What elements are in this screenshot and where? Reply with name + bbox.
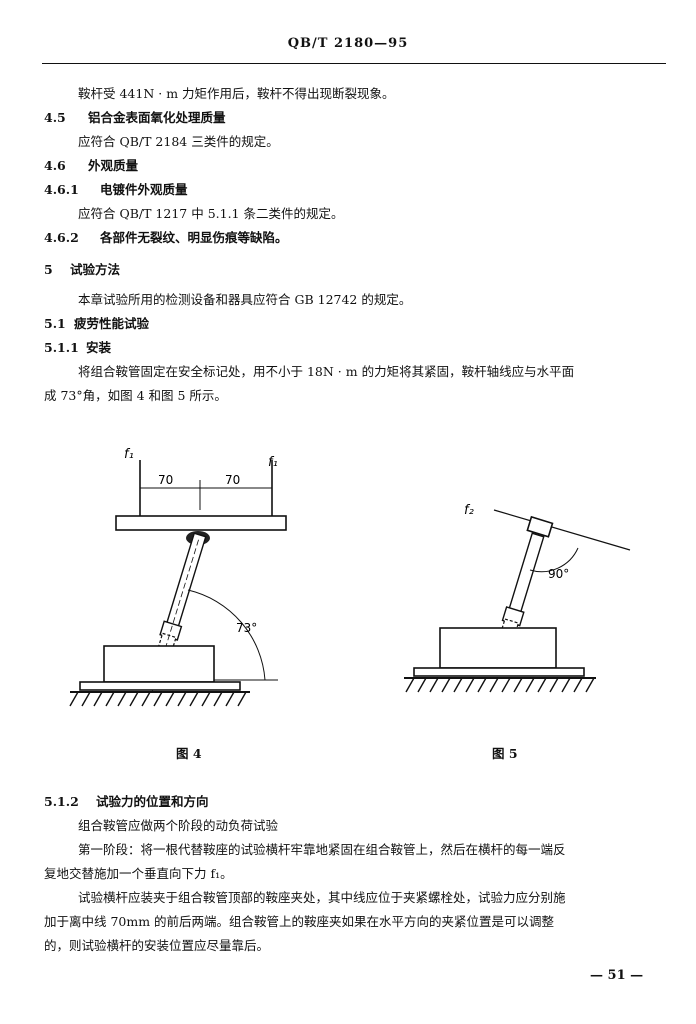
figure-4-caption: 图 4: [176, 746, 202, 761]
dimension-right: 70: [225, 473, 240, 487]
section-number: 4.6: [44, 158, 66, 173]
section-title: 安装: [86, 340, 112, 355]
saddle-clamp: [526, 515, 554, 538]
section-5-1-2-body-line5: 加于离中线 70mm 的前后两端。组合鞍管上的鞍座夹如果在水平方向的夹紧位置是可…: [44, 914, 555, 929]
force-label: f₂: [464, 503, 474, 518]
section-5-1: 5.1 疲劳性能试验: [44, 316, 149, 332]
section-5-body: 本章试验所用的检测设备和器具应符合 GB 12742 的规定。: [78, 292, 412, 307]
figure-4: f₁ f₁ 70 70 73°: [69, 447, 287, 707]
ground-hatch: [405, 677, 595, 693]
base-plate: [413, 667, 585, 677]
section-5-1-1-body-line1: 将组合鞍管固定在安全标记处，用不小于 18N · m 的力矩将其紧固，鞍杆轴线应…: [78, 364, 575, 379]
force-label-left: f₁: [124, 447, 134, 462]
paragraph-saddle-pillar-torque: 鞍杆受 441N · m 力矩作用后，鞍杆不得出现断裂现象。: [78, 86, 395, 101]
section-title: 疲劳性能试验: [74, 316, 150, 331]
force-line: [493, 509, 631, 551]
section-number: 5.1: [44, 316, 66, 331]
section-body: 各部件无裂纹、明显伤痕等缺陷。: [100, 230, 288, 245]
section-number: 5.1.1: [44, 340, 79, 355]
section-5: 5 试验方法: [44, 262, 120, 278]
section-title: 电镀件外观质量: [100, 182, 188, 197]
page-header: QB/T 2180—95: [287, 36, 409, 51]
section-number: 4.5: [44, 110, 66, 125]
clamp-block: [103, 645, 215, 683]
section-5-1-1: 5.1.1 安装: [44, 340, 111, 356]
section-4-6-1-body: 应符合 QB/T 1217 中 5.1.1 条二类件的规定。: [78, 206, 344, 221]
section-4-6-1: 4.6.1 电镀件外观质量: [44, 182, 188, 198]
angle-arc: [529, 547, 579, 573]
test-crossbar: [115, 515, 287, 531]
figure-5: f₂ 90°: [404, 503, 631, 693]
ground-hatch: [69, 691, 247, 707]
force-label-right: f₁: [268, 455, 278, 470]
section-5-1-2-body-line6: 的，则试验横杆的安装位置应尽量靠后。: [44, 938, 270, 953]
section-number: 5: [44, 262, 53, 277]
section-4-5-body: 应符合 QB/T 2184 三类件的规定。: [78, 134, 279, 149]
section-4-6: 4.6 外观质量: [44, 158, 138, 174]
section-title: 试验力的位置和方向: [96, 794, 209, 809]
section-number: 4.6.2: [44, 230, 79, 245]
angle-label: 73°: [236, 621, 257, 635]
section-4-6-2: 4.6.2 各部件无裂纹、明显伤痕等缺陷。: [44, 230, 288, 246]
dimension-left: 70: [158, 473, 173, 487]
section-number: 5.1.2: [44, 794, 79, 809]
figure-5-caption: 图 5: [492, 746, 518, 761]
base-plate: [79, 681, 241, 691]
section-title: 铝合金表面氧化处理质量: [88, 110, 226, 125]
section-5-1-2: 5.1.2 试验力的位置和方向: [44, 794, 209, 810]
section-title: 外观质量: [88, 158, 139, 173]
section-4-5: 4.5 铝合金表面氧化处理质量: [44, 110, 226, 126]
section-5-1-2-body-line2: 第一阶段：将一根代替鞍座的试验横杆牢靠地紧固在组合鞍管上，然后在横杆的每一端反: [78, 842, 566, 857]
clamp-block: [439, 627, 557, 669]
section-5-1-2-body-line4: 试验横杆应装夹于组合鞍管顶部的鞍座夹处，其中线应位于夹紧螺栓处，试验力应分别施: [78, 890, 566, 905]
angle-label: 90°: [548, 567, 569, 581]
section-5-1-1-body-line2: 成 73°角，如图 4 和图 5 所示。: [44, 388, 227, 403]
page-number: — 51 —: [590, 968, 644, 983]
section-number: 4.6.1: [44, 182, 79, 197]
angle-arc: [187, 589, 266, 681]
section-5-1-2-body-line3: 复地交替施加一个垂直向下力 f₁。: [44, 866, 233, 881]
section-title: 试验方法: [70, 262, 121, 277]
header-rule: [42, 63, 666, 64]
section-5-1-2-body-line1: 组合鞍管应做两个阶段的动负荷试验: [78, 818, 279, 833]
